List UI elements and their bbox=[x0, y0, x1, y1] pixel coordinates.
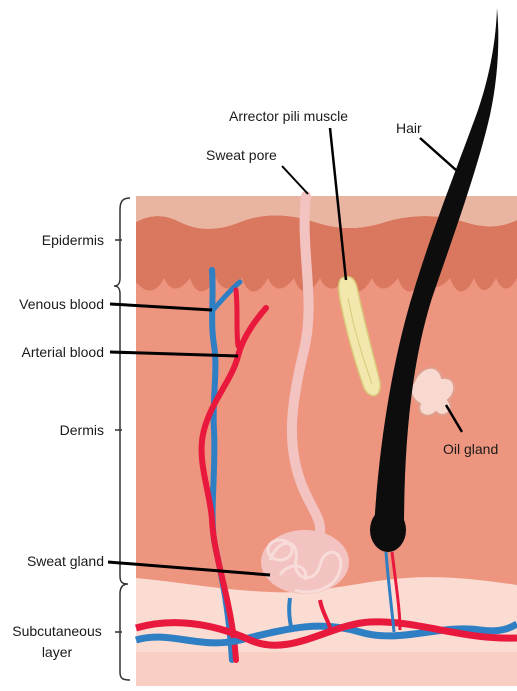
layer-bracket bbox=[114, 198, 130, 680]
label-subcutaneous-2: layer bbox=[42, 644, 73, 660]
label-hair: Hair bbox=[396, 120, 422, 136]
hair-leader bbox=[420, 138, 456, 170]
label-arrector-pili: Arrector pili muscle bbox=[229, 108, 348, 124]
label-sweat-pore: Sweat pore bbox=[206, 147, 277, 163]
label-subcutaneous-1: Subcutaneous bbox=[12, 623, 102, 639]
sweat-gland-coil bbox=[261, 530, 349, 594]
sweat-pore-leader bbox=[282, 166, 308, 194]
artery-branch bbox=[236, 290, 238, 346]
subcutaneous-bottom bbox=[136, 652, 517, 686]
label-dermis: Dermis bbox=[60, 422, 104, 438]
label-sweat-gland: Sweat gland bbox=[27, 553, 104, 569]
label-arterial-blood: Arterial blood bbox=[22, 344, 105, 360]
label-oil-gland: Oil gland bbox=[443, 441, 498, 457]
label-venous-blood: Venous blood bbox=[19, 296, 104, 312]
label-epidermis: Epidermis bbox=[42, 232, 104, 248]
